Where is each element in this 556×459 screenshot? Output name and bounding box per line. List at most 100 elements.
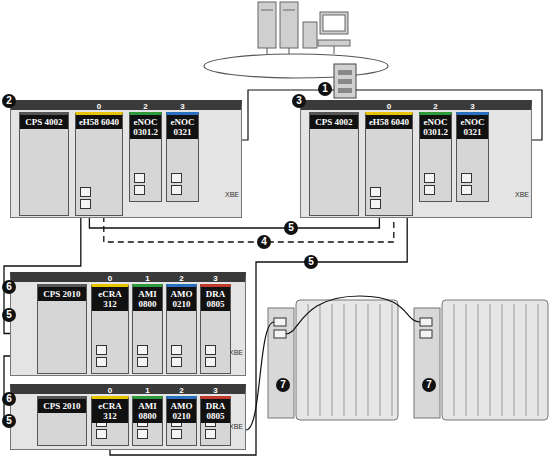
- ethernet-port: [424, 185, 435, 195]
- ethernet-port: [137, 345, 148, 355]
- module-label: AMO 0210: [167, 287, 196, 311]
- module-label: AMI 0800: [133, 399, 162, 423]
- slot-number: 3: [201, 386, 230, 395]
- rack-label: XBE: [515, 191, 529, 199]
- module-label: DRA 0805: [201, 287, 230, 311]
- ethernet-port: [205, 429, 216, 439]
- callout-number: 2: [2, 94, 16, 108]
- slot-number: 0: [92, 274, 128, 283]
- network-ring: [204, 54, 388, 78]
- backplane-rack: XBECPS 40020eH58 60402eNOC 0301.23eNOC 0…: [10, 100, 242, 218]
- module-label: eCRA 312: [92, 287, 128, 311]
- slot-number: 1: [133, 386, 162, 395]
- rack-label: XBE: [225, 191, 239, 199]
- io-module: 3eNOC 0321: [166, 112, 199, 202]
- slot-number: 0: [76, 102, 122, 111]
- island-cable: [246, 322, 274, 430]
- ethernet-port: [96, 429, 107, 439]
- ethernet-switch: [334, 64, 356, 98]
- callout-number: 4: [257, 235, 271, 249]
- callout-number: 5: [304, 255, 318, 269]
- callout-number: 7: [276, 378, 290, 392]
- io-module: 1AMI 0800: [132, 284, 163, 374]
- ethernet-port: [137, 429, 148, 439]
- io-module: 0eCRA 312: [91, 396, 129, 446]
- backplane-rack: XBECPS 40020eH58 60402eNOC 0301.23eNOC 0…: [300, 100, 532, 218]
- io-module: 2AMO 0210: [166, 396, 197, 446]
- slot-number: 3: [201, 274, 230, 283]
- ethernet-port: [134, 173, 145, 183]
- callout-number: 5: [2, 414, 16, 428]
- io-module: CPS 4002: [309, 112, 359, 216]
- pc: [303, 12, 350, 48]
- slot-number: 3: [457, 102, 488, 111]
- backplane-rack: XBECPS 20100eCRA 3121AMI 08002AMO 02103D…: [10, 384, 246, 450]
- ethernet-port: [171, 185, 182, 195]
- ethernet-port: [461, 185, 472, 195]
- io-module: CPS 2010: [37, 284, 87, 374]
- io-island: [414, 300, 548, 420]
- slot-number: 1: [133, 274, 162, 283]
- module-label: CPS 4002: [310, 115, 358, 129]
- ethernet-port: [370, 199, 381, 209]
- ethernet-port: [137, 357, 148, 367]
- ethernet-port: [370, 187, 381, 197]
- servers: [258, 2, 298, 48]
- module-label: eCRA 312: [92, 399, 128, 423]
- io-module: 0eH58 6040: [75, 112, 123, 216]
- slot-number: 0: [92, 386, 128, 395]
- module-label: eNOC 0301.2: [130, 115, 161, 139]
- ethernet-port: [424, 173, 435, 183]
- ethernet-port: [134, 185, 145, 195]
- module-label: AMI 0800: [133, 287, 162, 311]
- ethernet-cable: [110, 216, 407, 455]
- callout-number: 6: [2, 280, 16, 294]
- callout-number: 5: [284, 221, 298, 235]
- module-label: eH58 6040: [76, 115, 122, 129]
- io-module: 0eH58 6040: [365, 112, 413, 216]
- island-cable: [286, 296, 420, 334]
- module-label: CPS 4002: [20, 115, 68, 129]
- ethernet-port: [96, 357, 107, 367]
- callout-number: 3: [292, 94, 306, 108]
- rack-label: XBE: [229, 423, 243, 431]
- ethernet-port: [171, 345, 182, 355]
- io-module: 1AMI 0800: [132, 396, 163, 446]
- slot-number: 0: [366, 102, 412, 111]
- ethernet-port: [205, 345, 216, 355]
- ethernet-cable: [104, 216, 394, 242]
- ethernet-port: [461, 173, 472, 183]
- ethernet-port: [171, 357, 182, 367]
- io-module: 2AMO 0210: [166, 284, 197, 374]
- ethernet-port: [205, 357, 216, 367]
- ethernet-port: [80, 199, 91, 209]
- slot-number: 2: [167, 386, 196, 395]
- callout-number: 7: [422, 378, 436, 392]
- io-island: [268, 300, 398, 420]
- slot-number: 2: [420, 102, 451, 111]
- io-module: CPS 4002: [19, 112, 69, 216]
- module-label: CPS 2010: [38, 287, 86, 301]
- io-slices: [308, 304, 538, 416]
- io-module: CPS 2010: [37, 396, 87, 446]
- module-label: DRA 0805: [201, 399, 230, 423]
- module-label: eH58 6040: [366, 115, 412, 129]
- callout-number: 1: [318, 82, 332, 96]
- ethernet-port: [80, 187, 91, 197]
- module-label: CPS 2010: [38, 399, 86, 413]
- module-label: eNOC 0321: [457, 115, 488, 139]
- module-label: AMO 0210: [167, 399, 196, 423]
- io-module: 0eCRA 312: [91, 284, 129, 374]
- ethernet-port: [96, 345, 107, 355]
- io-module: 2eNOC 0301.2: [129, 112, 162, 202]
- module-label: eNOC 0301.2: [420, 115, 451, 139]
- callout-number: 5: [2, 308, 16, 322]
- io-module: 2eNOC 0301.2: [419, 112, 452, 202]
- ethernet-port: [171, 429, 182, 439]
- io-module: 3DRA 0805: [200, 396, 231, 446]
- io-module: 3eNOC 0321: [456, 112, 489, 202]
- slot-number: 3: [167, 102, 198, 111]
- rack-label: XBE: [229, 349, 243, 357]
- module-label: eNOC 0321: [167, 115, 198, 139]
- io-module: 3DRA 0805: [200, 284, 231, 374]
